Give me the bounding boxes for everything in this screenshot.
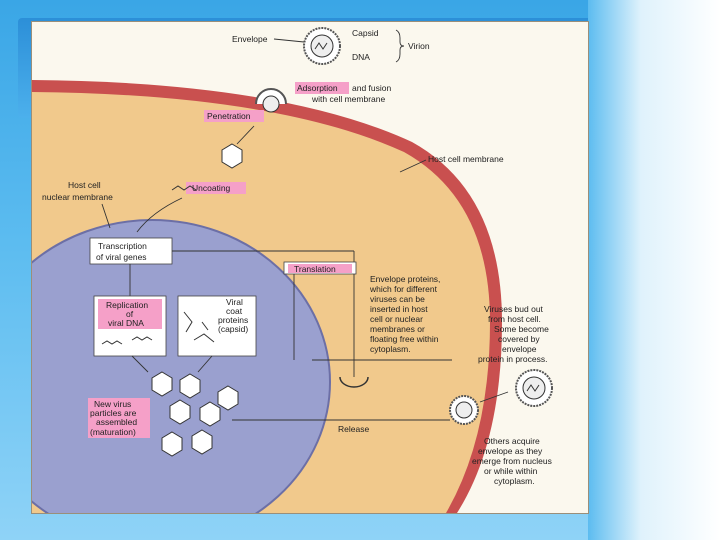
virion-label: Virion [408, 41, 430, 51]
envelope-label: Envelope [232, 34, 268, 44]
host-nuclear-label-2: nuclear membrane [42, 192, 113, 202]
bud-out-line: covered by [498, 334, 540, 344]
bud-out-line: protein in process. [478, 354, 547, 364]
slide-right-gradient [588, 0, 720, 540]
replicated-dna-icon [101, 336, 153, 345]
capsid-hexagon-icon [221, 143, 243, 169]
new-virus-highlight [88, 398, 150, 438]
envelope-proteins-line: cell or nuclear [370, 314, 423, 324]
virion-icon [303, 27, 341, 65]
nucleus-shape [32, 219, 331, 513]
replication-highlight [98, 299, 162, 329]
uncoating-highlight [186, 182, 246, 194]
others-acquire-line: emerge from nucleus [472, 456, 552, 466]
envelope-protein-fragment-icon [339, 376, 369, 388]
adsorption-line2-label: with cell membrane [311, 94, 385, 104]
coat-protein-icon [183, 311, 215, 343]
capsid-cluster-icon [151, 371, 239, 457]
adsorbing-virus-icon [255, 88, 287, 113]
viral-replication-diagram: Envelope Capsid DNA Virion Adsorption an… [31, 21, 589, 514]
viral-coat-box [177, 295, 257, 357]
viral-coat-label: Viral [226, 297, 243, 307]
envelope-proteins-line: inserted in host [370, 304, 428, 314]
transcription-box [89, 237, 173, 265]
capsid-label: Capsid [352, 28, 379, 38]
transcription-label-1: Transcription [98, 241, 147, 251]
new-virus-label: assembled [96, 417, 137, 427]
adsorption-rest-label: and fusion [352, 83, 391, 93]
envelope-proteins-line: cytoplasm. [370, 344, 411, 354]
translation-highlight [288, 264, 352, 273]
bud-out-line: Some become [494, 324, 549, 334]
penetration-label: Penetration [207, 111, 251, 121]
viral-coat-label: proteins [218, 315, 248, 325]
others-acquire-line: or while within [484, 466, 538, 476]
viral-coat-label: coat [226, 306, 243, 316]
envelope-proteins-line: viruses can be [370, 294, 425, 304]
dna-strand-icon [171, 185, 197, 191]
released-virus-icon [515, 369, 553, 407]
envelope-proteins-text: Envelope proteins, which for different v… [369, 274, 440, 354]
bud-out-text: Viruses bud out from host cell. Some bec… [478, 304, 549, 364]
replication-label: Replication [106, 300, 148, 310]
bud-out-line: from host cell. [488, 314, 541, 324]
envelope-proteins-line: Envelope proteins, [370, 274, 440, 284]
others-acquire-text: Others acquire envelope as they emerge f… [472, 436, 552, 486]
host-cell-membrane-label: Host cell membrane [428, 154, 504, 164]
replication-label: of [126, 309, 134, 319]
replication-label: viral DNA [108, 318, 144, 328]
envelope-proteins-line: membranes or [370, 324, 425, 334]
others-acquire-line: envelope as they [478, 446, 543, 456]
others-acquire-line: Others acquire [484, 436, 540, 446]
envelope-proteins-line: floating free within [370, 334, 439, 344]
adsorption-highlight [295, 82, 349, 94]
translation-label: Translation [294, 264, 336, 274]
others-acquire-line: cytoplasm. [494, 476, 535, 486]
bud-out-line: envelope [502, 344, 537, 354]
diagram-svg: Envelope Capsid DNA Virion Adsorption an… [32, 27, 553, 513]
new-virus-label: New virus [94, 399, 131, 409]
uncoating-label: Uncoating [192, 183, 231, 193]
viral-coat-label: (capsid) [218, 324, 248, 334]
dna-label: DNA [352, 52, 370, 62]
new-virus-label: (maturation) [90, 427, 136, 437]
budding-virus-icon [449, 395, 479, 425]
bud-out-line: Viruses bud out [484, 304, 544, 314]
host-nuclear-label-1: Host cell [68, 180, 101, 190]
new-virus-label: particles are [90, 408, 137, 418]
transcription-label-2: of viral genes [96, 252, 147, 262]
release-label: Release [338, 424, 369, 434]
adsorption-label: Adsorption [297, 83, 338, 93]
envelope-proteins-line: which for different [369, 284, 438, 294]
penetration-highlight [204, 110, 264, 122]
